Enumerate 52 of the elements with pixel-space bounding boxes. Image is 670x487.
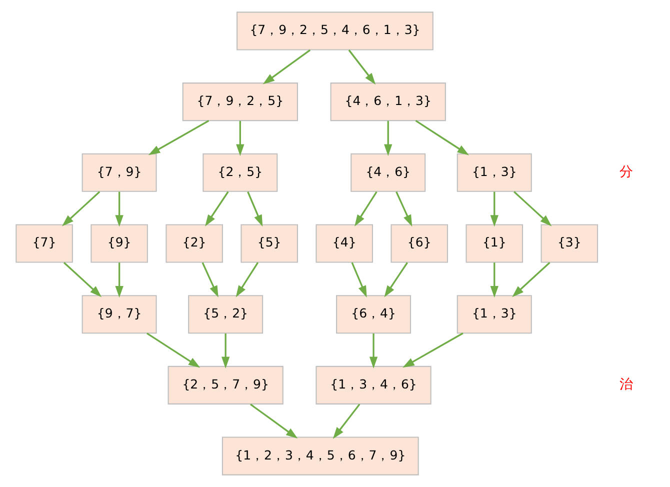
node-box: {7，9}	[81, 153, 156, 192]
node-box: {4}	[315, 224, 372, 263]
arrow	[114, 192, 123, 227]
node-box: {7，9，2，5}	[182, 82, 298, 122]
arrow	[490, 192, 498, 227]
node-box: {9}	[90, 224, 148, 263]
node-box: {1，3，4，6}	[315, 366, 431, 404]
arrow	[368, 333, 378, 368]
arrow	[490, 262, 498, 298]
node-box: {6}	[390, 224, 448, 263]
label: 治	[619, 376, 634, 393]
arrow	[414, 120, 468, 156]
arrow	[201, 262, 218, 298]
node-box: {1，2，3，4，5，6，7，9}	[221, 436, 418, 476]
node-box: {5，2}	[188, 295, 263, 334]
arrow	[512, 262, 550, 298]
node-box: {1，3}	[456, 295, 532, 334]
node-box: {6，4}	[336, 295, 411, 334]
arrow	[350, 262, 366, 298]
node-box: {2，5}	[202, 153, 278, 192]
arrow	[262, 49, 310, 84]
node-box: {7，9，2，5，4，6，1，3}	[236, 12, 433, 50]
arrow	[384, 262, 408, 298]
node-box: {4，6}	[350, 153, 426, 192]
arrow	[148, 120, 209, 156]
node-box: {4，6，1，3}	[330, 82, 446, 122]
node-box: {2，5，7，9}	[167, 366, 283, 404]
arrow	[204, 191, 228, 226]
arrow	[250, 404, 298, 439]
node-box: {5}	[240, 224, 298, 263]
arrow	[384, 120, 392, 156]
node-box: {3}	[540, 224, 598, 263]
node-box: {9，7}	[81, 295, 156, 334]
arrow	[354, 191, 377, 226]
node-box: {7}	[15, 224, 72, 263]
arrow	[221, 333, 230, 368]
arrow	[513, 191, 552, 226]
arrow	[235, 262, 258, 298]
arrow	[402, 332, 463, 368]
arrow	[62, 262, 102, 298]
arrow	[246, 191, 262, 227]
arrow	[62, 191, 100, 226]
arrow	[114, 262, 123, 298]
arrow	[332, 404, 360, 439]
arrow	[395, 191, 412, 227]
node-box: {2}	[165, 224, 222, 263]
node-box: {1}	[465, 224, 523, 263]
arrow	[236, 120, 244, 156]
arrow	[348, 50, 376, 85]
node-box: {1，3}	[456, 153, 532, 192]
arrow	[146, 332, 200, 368]
label: 分	[619, 164, 634, 180]
